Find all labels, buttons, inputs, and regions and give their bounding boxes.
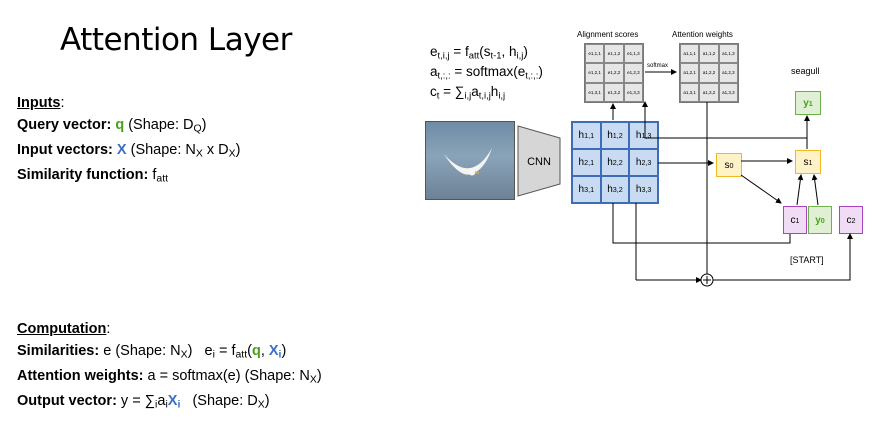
start-label: [START] (790, 255, 824, 265)
computation-header: Computation (17, 321, 107, 337)
attention-weight-cell: a1,3,3 (718, 82, 738, 102)
attention-weight-cell: a1,3,2 (699, 82, 719, 102)
alignment-scores-label: Alignment scores (577, 30, 639, 39)
alignment-score-cell: e1,1,1 (585, 44, 605, 64)
alignment-score-cell: e1,3,3 (623, 82, 643, 102)
inputs-header: Inputs (17, 95, 61, 111)
output-vector-line: Output vector: y = ∑iaiXi (Shape: DX) (17, 392, 270, 411)
query-vector-line: Query vector: q (Shape: DQ) (17, 116, 207, 135)
attention-weight-cell: a1,1,3 (718, 44, 738, 64)
input-vectors-line: Input vectors: X (Shape: NX x DX) (17, 141, 241, 160)
seagull-photo (425, 121, 515, 200)
equation-context: ct = ∑i,jat,i,jhi,j (430, 84, 506, 102)
attention-weights-label: Attention weights (672, 30, 733, 39)
softmax-label: softmax (647, 63, 669, 69)
inputs-section: Inputs: Query vector: q (Shape: DQ) Inpu… (17, 93, 240, 190)
attention-weight-cell: a1,1,2 (699, 44, 719, 64)
similarities-line: Similarities: e (Shape: NX) ei = fatt(q,… (17, 342, 287, 361)
equation-softmax: at,:,: = softmax(et,:,:) (430, 64, 543, 82)
slide-title: Attention Layer (60, 22, 292, 58)
computation-section: Computation: Similarities: e (Shape: NX)… (17, 319, 322, 416)
alignment-score-cell: e1,2,2 (604, 63, 624, 83)
alignment-score-cell: e1,3,2 (604, 82, 624, 102)
seagull-bird-icon (444, 148, 492, 176)
cnn-label: CNN (527, 156, 551, 168)
similarity-function-line: Similarity function: fatt (17, 166, 168, 185)
alignment-score-cell: e1,2,1 (585, 63, 605, 83)
attention-weight-cell: a1,2,1 (680, 63, 700, 83)
attention-weight-cell: a1,2,3 (718, 63, 738, 83)
attention-weight-cell: a1,3,1 (680, 82, 700, 102)
equation-alignment: et,i,j = fatt(st-1, hi,j) (430, 44, 528, 62)
cnn-block: CNN (517, 125, 561, 197)
alignment-score-cell: e1,1,2 (604, 44, 624, 64)
alignment-score-cell: e1,1,3 (623, 44, 643, 64)
alignment-score-cell: e1,2,3 (623, 63, 643, 83)
alignment-score-cell: e1,3,1 (585, 82, 605, 102)
attention-weights-line: Attention weights: a = softmax(e) (Shape… (17, 367, 322, 386)
attention-weight-cell: a1,1,1 (680, 44, 700, 64)
attention-weight-cell: a1,2,2 (699, 63, 719, 83)
seagull-label: seagull (791, 66, 820, 76)
